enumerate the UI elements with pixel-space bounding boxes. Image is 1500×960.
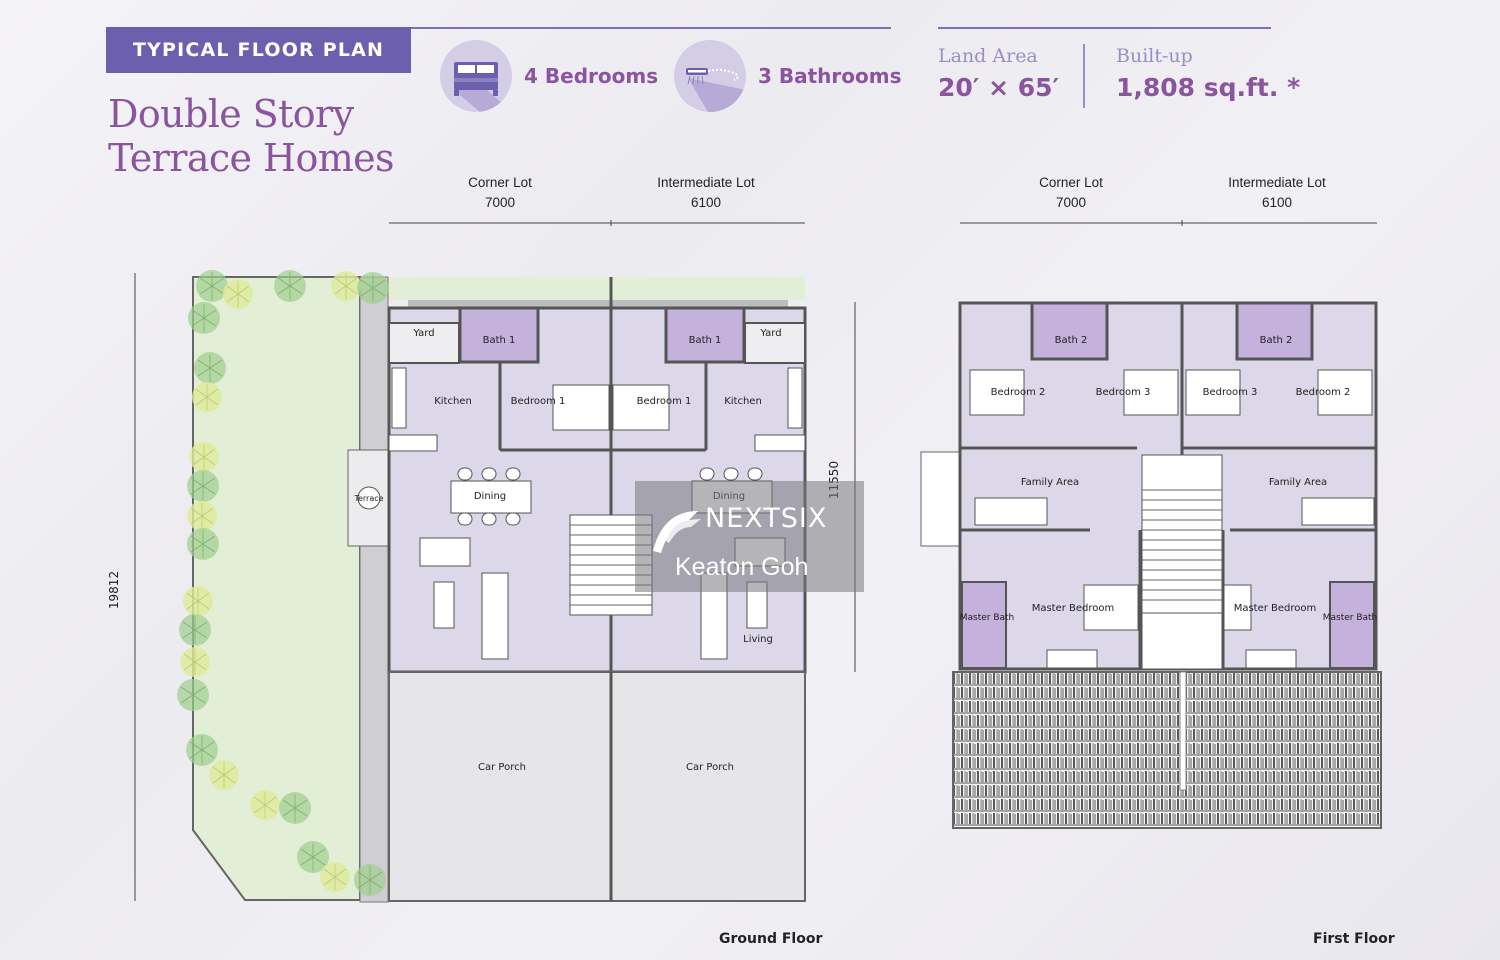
room-label-bath1-left: Bath 1 [483, 335, 516, 346]
room-label-family-area-left: Family Area [1021, 477, 1079, 488]
title-line-2: Terrace Homes [108, 136, 395, 180]
room-label-terrace: Terrace [353, 494, 383, 503]
gf-intermediate-lot-dimension: Intermediate Lot 6100 [626, 173, 786, 213]
room-label-master-bath-left: Master Bath [960, 613, 1015, 623]
land-area-value: 20′ × 65′ [938, 73, 1060, 102]
room-label-car-porch-left: Car Porch [478, 762, 526, 773]
built-up-value: 1,808 sq.ft. * [1116, 73, 1301, 102]
ground-floor-caption: Ground Floor [719, 931, 823, 947]
room-label-bath2-right: Bath 2 [1260, 335, 1293, 346]
room-label-bedroom1-left: Bedroom 1 [511, 396, 566, 407]
gf-corner-lot-dimension: Corner Lot 7000 [420, 173, 580, 213]
nextsix-logo-icon [653, 511, 701, 553]
header-rule-right [938, 27, 1271, 29]
gf-intermediate-lot-label: Intermediate Lot [657, 175, 755, 190]
room-label-kitchen-left: Kitchen [434, 396, 472, 407]
page-title: Double Story Terrace Homes [108, 92, 395, 180]
room-label-bedroom3-left: Bedroom 3 [1096, 387, 1151, 398]
ff-corner-lot-value: 7000 [1055, 195, 1087, 210]
stats-divider [1083, 44, 1085, 108]
typical-floor-plan-badge: TYPICAL FLOOR PLAN [106, 27, 411, 73]
room-label-bath2-left: Bath 2 [1055, 335, 1088, 346]
total-depth-dimension: 19812 [107, 571, 121, 609]
room-label-yard-right: Yard [759, 328, 781, 339]
room-label-master-bath-right: Master Bath [1323, 613, 1378, 623]
ff-intermediate-lot-value: 6100 [1261, 195, 1293, 210]
gf-intermediate-lot-value: 6100 [690, 195, 722, 210]
room-label-kitchen-right: Kitchen [724, 396, 762, 407]
room-label-bedroom3-right: Bedroom 3 [1203, 387, 1258, 398]
room-label-car-porch-right: Car Porch [686, 762, 734, 773]
balcony-ledge [920, 451, 962, 547]
land-area-stat: Land Area 20′ × 65′ [938, 45, 1059, 102]
room-label-master-bedroom-left: Master Bedroom [1032, 603, 1115, 614]
gf-corner-lot-label: Corner Lot [468, 175, 532, 190]
room-label-living: Living [743, 634, 773, 645]
feature-bathrooms: 3 Bathrooms [674, 40, 902, 112]
gf-corner-lot-value: 7000 [484, 195, 516, 210]
room-label-yard-left: Yard [412, 328, 434, 339]
room-label-family-area-right: Family Area [1269, 477, 1327, 488]
porch-roof [952, 671, 1382, 829]
watermark-agent: Keaton Goh [675, 553, 809, 581]
first-floor-caption: First Floor [1313, 931, 1395, 947]
built-up-label: Built-up [1116, 45, 1193, 67]
room-label-bedroom2-right: Bedroom 2 [1296, 387, 1351, 398]
ff-intermediate-lot-dimension: Intermediate Lot 6100 [1197, 173, 1357, 213]
header-rule-left [411, 27, 891, 29]
room-label-master-bedroom-right: Master Bedroom [1234, 603, 1317, 614]
room-label-bedroom1-right: Bedroom 1 [637, 396, 692, 407]
car-porch-area [388, 671, 806, 902]
room-label-bedroom2-left: Bedroom 2 [991, 387, 1046, 398]
bed-icon [440, 40, 512, 112]
feature-bedrooms: 4 Bedrooms [440, 40, 658, 112]
land-area-label: Land Area [938, 45, 1038, 67]
room-label-bath1-right: Bath 1 [689, 335, 722, 346]
ff-corner-lot-label: Corner Lot [1039, 175, 1103, 190]
bedrooms-label: 4 Bedrooms [524, 64, 659, 88]
shower-icon [674, 40, 746, 112]
room-label-dining-left: Dining [474, 491, 506, 502]
watermark: NEXTSIX Keaton Goh [635, 481, 864, 592]
title-line-1: Double Story [108, 92, 354, 136]
bathrooms-label: 3 Bathrooms [758, 64, 902, 88]
ff-intermediate-lot-label: Intermediate Lot [1228, 175, 1326, 190]
watermark-brand: NEXTSIX [705, 503, 828, 534]
built-up-stat: Built-up 1,808 sq.ft. * [1116, 45, 1300, 102]
ff-corner-lot-dimension: Corner Lot 7000 [991, 173, 1151, 213]
